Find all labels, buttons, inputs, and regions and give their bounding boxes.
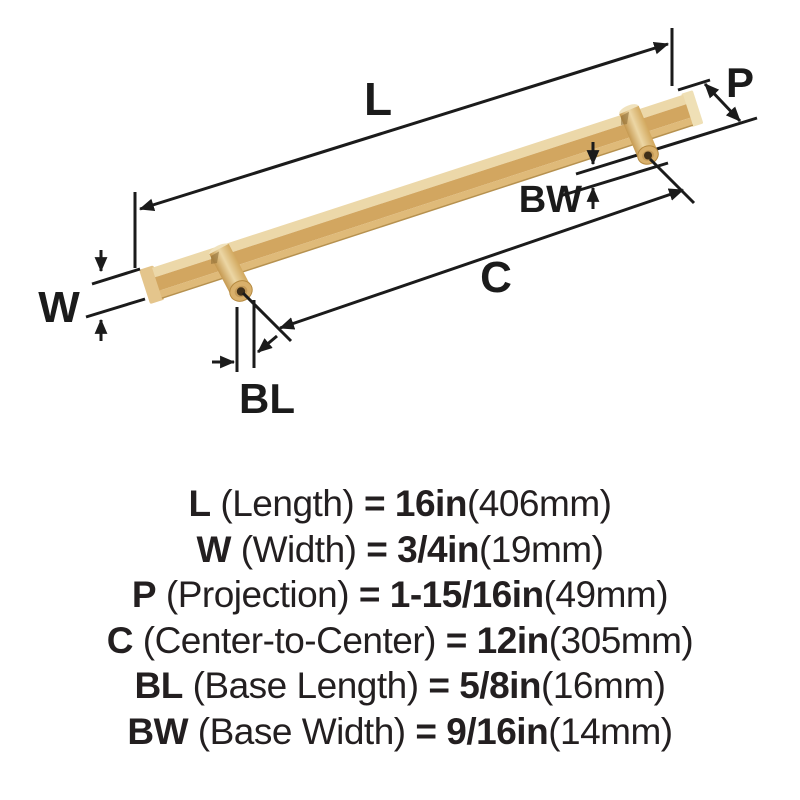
spec-value: = 12in bbox=[445, 619, 549, 661]
projection-label: P bbox=[726, 59, 754, 106]
spec-line-projection: P (Projection) = 1-15/16in(49mm) bbox=[0, 572, 800, 618]
spec-name: (Base Length) bbox=[192, 665, 419, 706]
width-extension-upper bbox=[91, 267, 141, 286]
spec-line-base-width: BW (Base Width) = 9/16in(14mm) bbox=[0, 709, 800, 755]
spec-metric: (406mm) bbox=[466, 483, 612, 524]
left-post-notch bbox=[211, 251, 219, 264]
spec-label: BL bbox=[134, 665, 184, 706]
spec-metric: (19mm) bbox=[478, 528, 604, 570]
spec-metric: (14mm) bbox=[548, 710, 673, 752]
spec-label: BW bbox=[127, 710, 188, 752]
center-leader-left bbox=[241, 291, 293, 343]
spec-label: P bbox=[131, 574, 157, 615]
width-extension-lower bbox=[85, 297, 146, 319]
spec-label: L bbox=[188, 483, 212, 524]
spec-name: (Center-to-Center) bbox=[142, 619, 437, 661]
spec-metric: (49mm) bbox=[543, 574, 669, 615]
spec-value: = 9/16in bbox=[415, 710, 549, 752]
spec-line-width: W (Width) = 3/4in(19mm) bbox=[0, 527, 800, 573]
spec-line-center-to-center: C (Center-to-Center) = 12in(305mm) bbox=[0, 618, 800, 664]
center-to-center-label: C bbox=[480, 253, 512, 302]
width-label: W bbox=[38, 283, 80, 332]
spec-name: (Projection) bbox=[165, 574, 350, 615]
center-dimension-line bbox=[278, 188, 685, 330]
spec-metric: (305mm) bbox=[548, 619, 694, 661]
spec-value: = 1-15/16in bbox=[358, 574, 544, 615]
spec-value: = 16in bbox=[364, 483, 467, 524]
dimension-diagram-svg: L W P BW C BL bbox=[38, 28, 758, 422]
dimension-spec-list: L (Length) = 16in(406mm) W (Width) = 3/4… bbox=[0, 481, 800, 754]
spec-name: (Width) bbox=[240, 528, 357, 570]
center-leader-right bbox=[648, 157, 696, 205]
projection-upper-extension-line bbox=[677, 78, 711, 92]
base-width-label: BW bbox=[519, 179, 582, 221]
dimension-base-length bbox=[212, 300, 278, 372]
spec-metric: (16mm) bbox=[541, 665, 666, 706]
spec-value: = 5/8in bbox=[428, 665, 542, 706]
dimension-length bbox=[133, 28, 674, 268]
length-dimension-line bbox=[138, 42, 670, 211]
dimension-center-to-center bbox=[241, 157, 696, 343]
spec-label: C bbox=[106, 619, 134, 661]
spec-name: (Base Width) bbox=[197, 710, 406, 752]
spec-label: W bbox=[196, 528, 232, 570]
spec-line-length: L (Length) = 16in(406mm) bbox=[0, 481, 800, 527]
spec-name: (Length) bbox=[220, 483, 355, 524]
projection-dimension-line bbox=[703, 82, 742, 123]
base-length-label: BL bbox=[239, 375, 295, 422]
dimension-width bbox=[85, 250, 146, 341]
length-label: L bbox=[364, 73, 392, 125]
spec-line-base-length: BL (Base Length) = 5/8in(16mm) bbox=[0, 663, 800, 709]
dimension-projection bbox=[677, 78, 742, 123]
product-dimension-diagram: L W P BW C BL bbox=[38, 28, 758, 422]
spec-value: = 3/4in bbox=[366, 528, 479, 570]
base-length-arrow-diagonal bbox=[257, 334, 278, 354]
